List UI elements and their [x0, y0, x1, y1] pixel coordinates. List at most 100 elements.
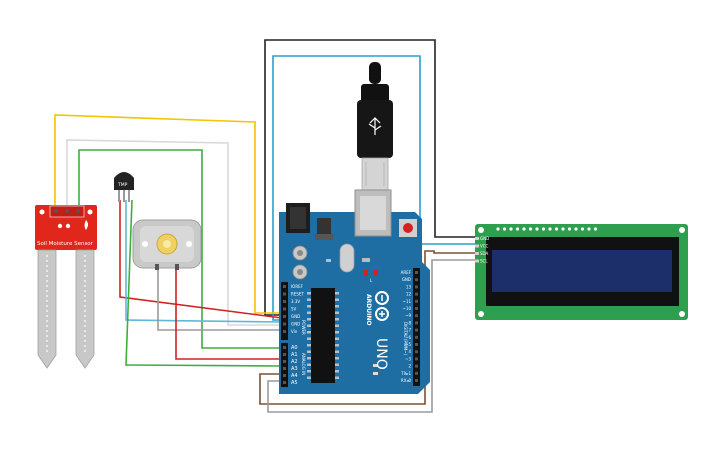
header-hole[interactable] — [283, 300, 286, 303]
chip-pin — [307, 337, 311, 340]
chip-pin — [335, 370, 339, 373]
lcd-screen — [492, 250, 672, 292]
wire-red-tmp[interactable] — [119, 200, 283, 319]
chip-pin — [307, 298, 311, 301]
header-hole[interactable] — [283, 322, 286, 326]
lcd-pin-hole — [580, 227, 585, 231]
lcd-pin-hole — [515, 227, 520, 231]
lcd-pin-hole — [587, 227, 591, 231]
header-hole[interactable] — [415, 357, 418, 361]
header-hole[interactable] — [283, 353, 286, 356]
digital-pin-label: ~3 — [405, 356, 411, 361]
header-hole[interactable] — [415, 328, 418, 332]
lcd-top-pins — [496, 227, 598, 231]
usb-cable — [357, 62, 393, 191]
chip-pin — [335, 337, 339, 340]
chip-pin — [335, 376, 339, 379]
lcd-pin-label: SDA — [480, 251, 489, 256]
header-hole[interactable] — [283, 315, 286, 318]
wire-white[interactable] — [66, 139, 282, 326]
lcd-pin[interactable] — [475, 244, 479, 248]
header-hole[interactable] — [415, 350, 418, 354]
header-hole[interactable] — [283, 381, 286, 384]
wire-green-a0[interactable] — [78, 149, 282, 349]
digital-pin-label: ~9 — [405, 313, 411, 318]
digital-pin-label: TX▸1 — [400, 371, 411, 376]
chip-pin — [335, 298, 339, 301]
chip-pin — [307, 305, 311, 308]
power-pin-label: GND — [291, 322, 300, 327]
wire-blue-vcc[interactable] — [272, 55, 478, 321]
lcd-pin-hole — [535, 227, 539, 231]
header-hole[interactable] — [415, 271, 418, 274]
digital-pin-label: 2 — [408, 364, 411, 369]
header-hole[interactable] — [415, 371, 418, 375]
wire-gray-scl[interactable] — [267, 259, 478, 413]
header-hole[interactable] — [415, 314, 418, 318]
chip-pins — [307, 292, 339, 379]
wire-red-motor[interactable] — [175, 268, 282, 360]
analog-pin-label: A4 — [291, 373, 298, 379]
wire-green-tmp[interactable] — [125, 199, 283, 367]
header-hole[interactable] — [283, 346, 286, 349]
wire-yellow[interactable] — [54, 114, 282, 314]
power-pin-label: IOREF — [291, 284, 304, 289]
digital-pin-label: 4 — [408, 349, 411, 354]
header-hole[interactable] — [415, 364, 418, 368]
header-hole[interactable] — [415, 321, 418, 325]
header-hole[interactable] — [415, 335, 418, 339]
header-hole[interactable] — [283, 292, 286, 296]
lcd-pin-hole — [567, 227, 572, 231]
lcd-pin[interactable] — [475, 237, 479, 240]
analog-pin-label: A3 — [291, 366, 298, 372]
usb-icon — [368, 117, 382, 135]
wire-lightblue-tmp[interactable] — [125, 200, 283, 323]
header-hole[interactable] — [415, 285, 418, 289]
header-hole[interactable] — [283, 285, 286, 288]
chip-pin — [307, 292, 311, 295]
soil-moisture-sensor[interactable]: Soil Moisture Sensor — [35, 205, 97, 369]
lcd-pin-hole — [541, 227, 546, 231]
chip-pin — [307, 311, 311, 314]
analog-pin-label: A5 — [291, 380, 298, 386]
wire-black-gnd[interactable] — [264, 39, 478, 316]
analog-pin-label: A0 — [291, 345, 298, 351]
lcd-pin[interactable] — [475, 259, 479, 263]
header-hole[interactable] — [415, 292, 418, 296]
header-hole[interactable] — [283, 367, 286, 370]
power-pin-label: 5V — [291, 307, 297, 312]
header-hole[interactable] — [415, 278, 418, 282]
lcd-pin-hole — [522, 227, 526, 231]
power-pin-label: GND — [291, 314, 300, 319]
arduino-brand: ARDUINO — [365, 294, 372, 325]
header-hole[interactable] — [415, 299, 418, 303]
analog-pin-label: A2 — [291, 359, 298, 365]
digital-pin-label: 13 — [406, 284, 412, 289]
lcd-pin-hole — [593, 227, 598, 231]
power-pin-label: Vin — [291, 329, 298, 334]
lcd-pin[interactable] — [475, 252, 479, 255]
digital-header-strip — [413, 268, 420, 386]
header-hole[interactable] — [283, 307, 286, 311]
wire-gray-motor[interactable] — [157, 268, 282, 331]
chip-pin — [335, 350, 339, 353]
temperature-sensor[interactable]: TMP — [114, 172, 134, 202]
header-hole[interactable] — [415, 379, 418, 382]
chip-pin — [335, 344, 339, 347]
header-hole[interactable] — [283, 374, 286, 377]
chip-pin — [335, 331, 339, 334]
dc-motor[interactable] — [132, 219, 202, 270]
lcd-pin-hole — [548, 227, 552, 231]
header-hole[interactable] — [283, 360, 286, 363]
header-hole[interactable] — [415, 343, 418, 346]
header-hole[interactable] — [283, 330, 286, 333]
lcd-pin-hole — [502, 227, 507, 231]
header-hole[interactable] — [415, 307, 418, 310]
digital-label: DIGITAL (PWM~) — [403, 322, 408, 356]
digital-pin-label: RX◂0 — [401, 378, 412, 383]
